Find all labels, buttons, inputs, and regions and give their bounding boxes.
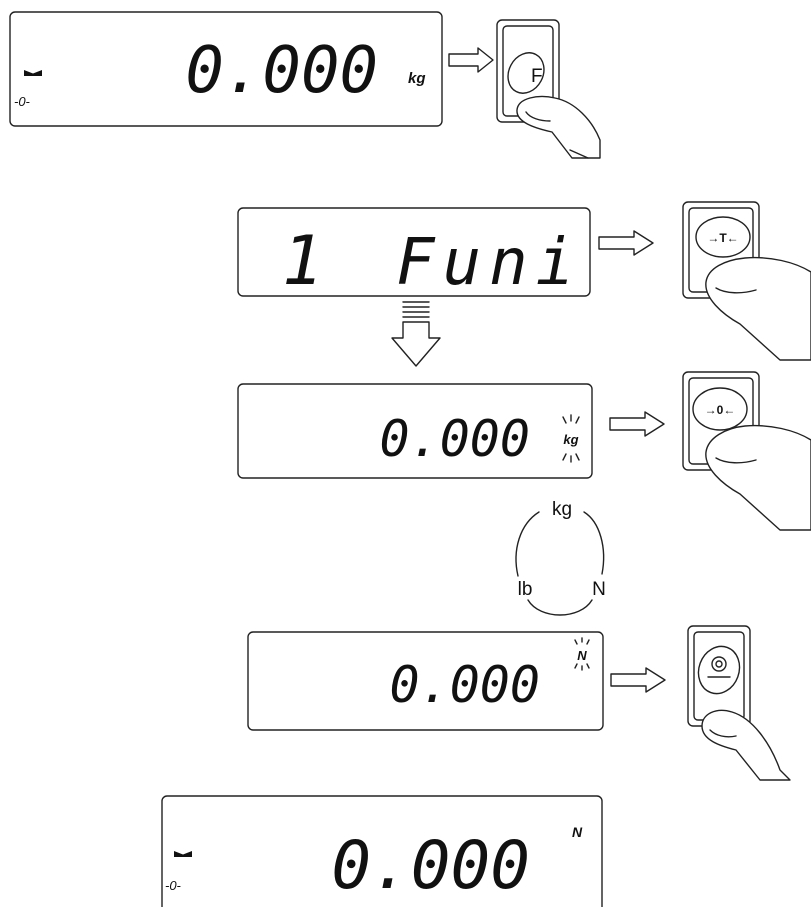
print-enter-key-icon [697,645,741,695]
display-value: 0.000 [185,34,378,108]
tare-key[interactable]: →T← [682,201,811,361]
key-label: →T← [707,231,738,245]
finger-icon [516,95,601,159]
finger-icon [705,424,811,531]
display-value: 0.000 [389,656,540,714]
down-arrow [391,301,441,367]
key-label: F [531,66,543,87]
function-key[interactable]: F [496,19,601,159]
finger-icon [705,256,811,361]
display-value: 0.000 [379,410,530,468]
unit-cycle: kg lb N [515,499,606,616]
arrow-step-4 [610,667,666,693]
display-step-3: 0.000 kg [237,383,593,479]
display-unit: kg [408,70,426,87]
display-value: 0.000 [331,827,530,904]
unit-cycle-right: N [592,579,606,600]
zero-key[interactable]: →0← [682,371,811,531]
key-label: →0← [705,403,736,417]
stability-marker-icon [174,851,192,857]
display-step-4: 0.000 N [247,631,604,731]
arrow-step-3 [609,411,665,437]
zero-indicator: -0- [165,878,182,893]
display-step-2: 1 Funi [237,207,591,301]
display-step-5: -0- 0.000 N [161,795,603,907]
tare-key-icon [695,216,751,258]
arrow-step-1 [448,47,494,73]
display-unit: N [577,648,587,663]
finger-icon [701,709,791,781]
display-text: Funi [396,226,582,300]
zero-indicator: -0- [14,94,31,109]
stability-marker-icon [24,70,42,76]
print-enter-key[interactable] [687,625,791,781]
arrow-step-2 [598,230,654,256]
display-step-1: -0- 0.000 kg [9,11,443,127]
blink-icon [574,637,590,671]
function-key-icon [507,52,545,94]
zero-key-icon [692,387,748,431]
display-unit: N [572,824,583,840]
unit-cycle-top: kg [552,499,572,520]
unit-cycle-left: lb [518,579,533,600]
display-number: 1 [282,222,323,301]
display-unit: kg [563,432,578,447]
blink-icon [562,414,580,463]
